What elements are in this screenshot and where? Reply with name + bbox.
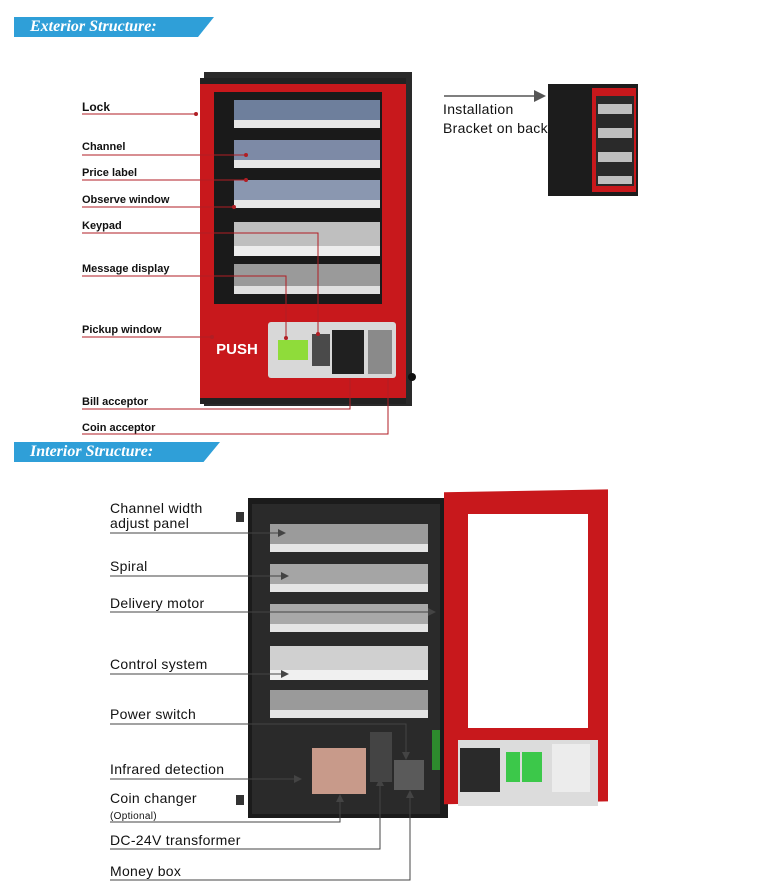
label-spiral: Spiral (110, 558, 148, 574)
label-installation-line2: Bracket on back (443, 120, 548, 136)
label-lock: Lock (82, 100, 110, 114)
label-pickup-window: Pickup window (82, 324, 161, 336)
coin-acceptor-slot (368, 330, 392, 374)
label-channel: Channel (82, 141, 125, 153)
label-channel-width-line2: adjust panel (110, 515, 189, 531)
label-bill-acceptor: Bill acceptor (82, 396, 148, 408)
label-installation-line1: Installation (443, 101, 514, 117)
label-delivery-motor: Delivery motor (110, 595, 204, 611)
label-coin-changer: Coin changer (110, 790, 197, 806)
label-power-switch: Power switch (110, 706, 196, 722)
label-control-system: Control system (110, 656, 208, 672)
label-infrared-detection: Infrared detection (110, 761, 224, 777)
label-observe-window: Observe window (82, 194, 169, 206)
push-label: PUSH (216, 341, 258, 358)
label-message-display: Message display (82, 263, 169, 275)
label-coin-changer-note: (Optional) (110, 806, 157, 822)
label-transformer: DC-24V transformer (110, 832, 241, 848)
label-channel-width-line1: Channel width (110, 500, 203, 516)
label-money-box: Money box (110, 863, 181, 879)
bill-acceptor-slot (332, 330, 364, 374)
interior-machine-illustration (236, 489, 608, 818)
label-keypad: Keypad (82, 220, 122, 232)
label-coin-acceptor: Coin acceptor (82, 422, 155, 434)
coin-changer-note-text: (Optional) (110, 811, 157, 822)
keypad (312, 334, 330, 366)
label-price-label: Price label (82, 167, 137, 179)
message-display (278, 340, 308, 360)
